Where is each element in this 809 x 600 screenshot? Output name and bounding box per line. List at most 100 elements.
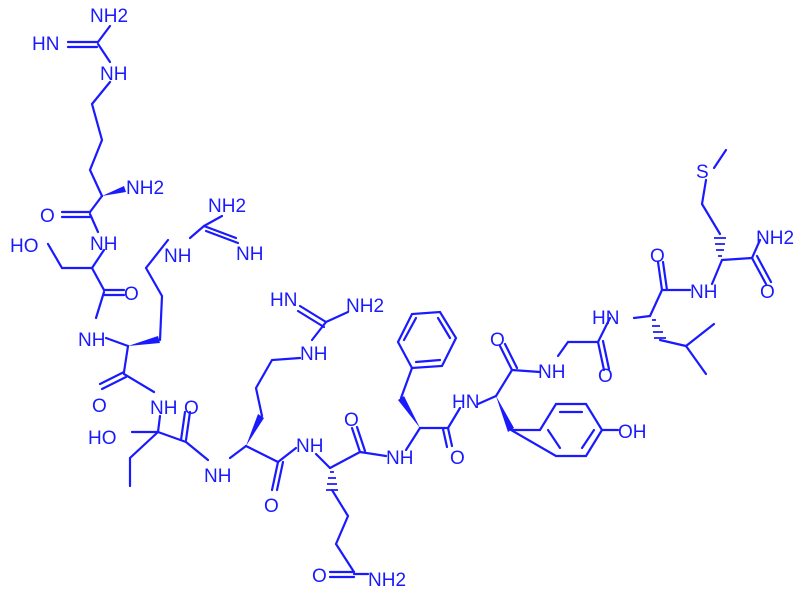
atom-label: NH2 <box>368 570 406 591</box>
bond <box>60 210 92 219</box>
bond <box>94 290 106 320</box>
bond <box>202 224 240 245</box>
bond <box>510 368 542 374</box>
bond <box>330 488 356 574</box>
atom-label: HN <box>32 34 59 55</box>
hash-bond <box>326 471 338 491</box>
bond <box>399 366 414 400</box>
bond <box>596 339 611 372</box>
wedge-bond <box>128 336 160 346</box>
bond <box>244 444 280 464</box>
bond <box>310 320 328 342</box>
bond <box>156 414 162 434</box>
wedge-bond <box>398 396 420 428</box>
bond <box>720 256 754 262</box>
bond <box>494 368 514 398</box>
bond <box>700 202 722 236</box>
bond <box>632 314 652 320</box>
atom-label: NH <box>164 246 191 267</box>
atom-label: O <box>450 448 465 469</box>
bond <box>102 288 126 297</box>
bond <box>228 444 248 460</box>
wedge-bond <box>496 396 514 432</box>
bond <box>184 440 210 462</box>
bond <box>254 356 302 418</box>
atom-labels: NH2 HN NH NH2 O NH HO O NH NH NH2 NH O N… <box>10 6 794 591</box>
bond <box>46 242 94 270</box>
atom-label: NH <box>538 362 565 383</box>
bonds <box>46 24 773 579</box>
bond <box>88 80 112 198</box>
bond <box>710 258 724 286</box>
atom-label: NH <box>150 398 177 419</box>
bond <box>750 254 773 286</box>
wedge-bond <box>246 414 264 446</box>
bond <box>441 426 454 449</box>
bond <box>276 446 298 464</box>
bond <box>498 342 519 372</box>
bond <box>324 310 350 324</box>
bond <box>328 450 362 470</box>
atom-label: NH <box>236 244 263 265</box>
atom-label: O <box>92 396 107 417</box>
bond <box>66 40 99 49</box>
atom-label: NH <box>100 64 127 85</box>
atom-label: HN <box>270 290 297 311</box>
bond <box>88 194 104 214</box>
hash-bond <box>652 319 666 339</box>
bond <box>328 570 356 579</box>
bond <box>90 266 106 292</box>
atom-label: NH <box>300 344 327 365</box>
hash-bond <box>714 237 726 257</box>
bond <box>96 42 112 64</box>
atom-label: O <box>490 330 505 351</box>
atom-label: NH <box>296 436 323 457</box>
atom-label: HN <box>452 392 479 413</box>
bond <box>90 248 106 270</box>
bond <box>104 336 130 348</box>
bond <box>144 238 170 342</box>
bond <box>350 425 367 454</box>
bond <box>750 238 762 260</box>
atom-label: NH2 <box>756 228 794 249</box>
bond <box>648 288 664 318</box>
atom-label: NH <box>78 330 105 351</box>
bond <box>700 178 708 206</box>
bond <box>396 310 458 370</box>
atom-label: O <box>312 566 327 587</box>
atom-label: O <box>184 398 199 419</box>
bond <box>476 394 498 406</box>
atom-label: NH2 <box>126 178 164 199</box>
atom-label: HN <box>592 308 619 329</box>
bond <box>402 316 452 364</box>
bond <box>596 316 612 344</box>
atom-label: O <box>124 284 139 305</box>
atom-label: S <box>696 162 709 183</box>
atom-label: O <box>598 366 613 387</box>
atom-label: HO <box>10 236 39 257</box>
atom-label: OH <box>618 422 647 443</box>
bond <box>98 370 128 391</box>
bond <box>270 460 285 492</box>
bond <box>358 450 388 458</box>
bond <box>128 430 160 488</box>
atom-label: NH <box>90 234 117 255</box>
bond <box>179 410 192 442</box>
bond <box>546 410 596 450</box>
atom-label: NH <box>690 282 717 303</box>
atom-label: O <box>264 496 279 517</box>
atom-label: NH2 <box>208 196 246 217</box>
atom-label: O <box>650 246 665 267</box>
atom-label: NH2 <box>346 296 384 317</box>
atom-label: HO <box>88 428 117 449</box>
atom-label: NH2 <box>90 6 128 27</box>
bond <box>446 406 462 430</box>
bond <box>656 260 669 292</box>
bond <box>88 212 100 234</box>
bond <box>188 224 206 240</box>
bond <box>122 344 130 374</box>
bond <box>556 340 600 358</box>
atom-label: O <box>40 206 55 227</box>
